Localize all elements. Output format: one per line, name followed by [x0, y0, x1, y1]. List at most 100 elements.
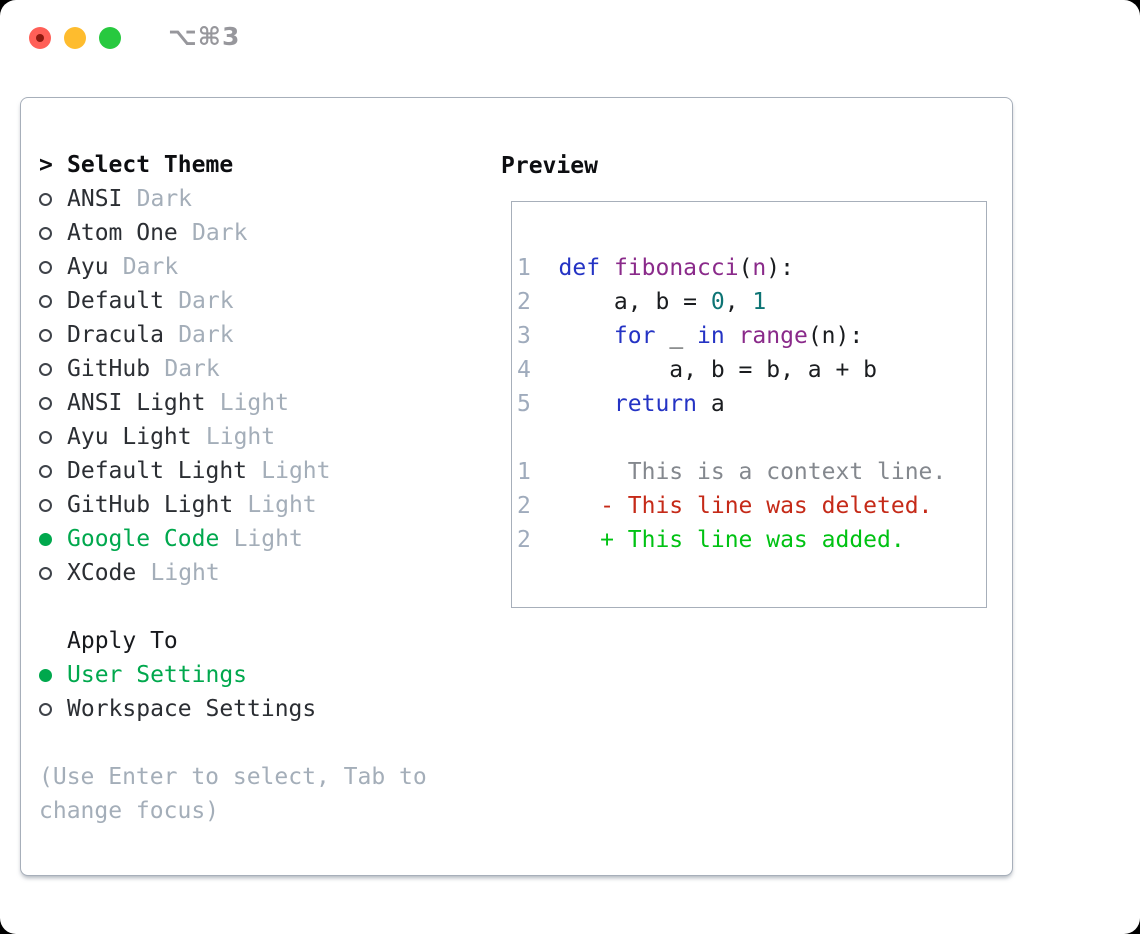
- window-titlebar: [29, 26, 121, 50]
- radio-icon: [39, 464, 52, 478]
- theme-variant-label: Dark: [136, 186, 193, 212]
- code-token: 0: [710, 289, 725, 315]
- code-token: a: [697, 391, 725, 417]
- zoom-button[interactable]: [99, 27, 121, 49]
- apply-option-user-settings[interactable]: User Settings: [39, 658, 485, 692]
- theme-variant-label: Light: [233, 526, 303, 552]
- code-token: a, b =: [558, 289, 711, 315]
- code-line: [517, 421, 946, 455]
- code-token: for: [613, 323, 656, 349]
- theme-option-label: GitHub: [67, 356, 151, 382]
- code-token: 1: [752, 289, 767, 315]
- code-line: 2 a, b = 0, 1: [517, 285, 946, 319]
- theme-variant-label: Light: [247, 492, 317, 518]
- minimize-button[interactable]: [64, 27, 86, 49]
- code-token: This is a context line.: [558, 459, 947, 485]
- theme-option-ayu[interactable]: Ayu Dark: [39, 250, 485, 284]
- code-token: ,: [724, 289, 753, 315]
- theme-option-default-light[interactable]: Default Light Light: [39, 454, 485, 488]
- radio-icon: [39, 294, 52, 308]
- code-token: return: [613, 391, 698, 417]
- diff-line: 2 + This line was added.: [517, 523, 946, 557]
- code-preview: 1 def fibonacci (n): 2 a, b = 0, 1 3 for _ i…: [517, 251, 946, 557]
- radio-icon: [39, 362, 52, 376]
- apply-to-title: Apply To: [67, 628, 178, 654]
- code-token: fibonacci: [613, 255, 739, 281]
- line-number: 1: [517, 459, 531, 485]
- theme-option-label: Ayu Light: [67, 424, 192, 450]
- code-token: [559, 391, 614, 417]
- theme-option-default[interactable]: Default Dark: [39, 284, 485, 318]
- theme-variant-label: Light: [261, 458, 331, 484]
- code-token: - This line was deleted.: [558, 493, 933, 519]
- window-title: ⌥⌘3: [168, 22, 241, 51]
- line-number: 4: [517, 357, 531, 383]
- theme-option-label: Dracula: [67, 322, 164, 348]
- theme-option-atom-one[interactable]: Atom One Dark: [39, 216, 485, 250]
- apply-to-header: Apply To: [39, 624, 485, 658]
- radio-icon: [39, 260, 52, 274]
- code-token: (: [738, 255, 753, 281]
- theme-option-label: Atom One: [67, 220, 178, 246]
- theme-variant-label: Light: [150, 560, 220, 586]
- theme-variant-label: Dark: [122, 254, 179, 280]
- code-line: 5 return a: [517, 387, 946, 421]
- radio-icon: [39, 226, 52, 240]
- theme-variant-label: Light: [219, 390, 289, 416]
- code-line: 4 a, b = b, a + b: [517, 353, 946, 387]
- theme-option-ayu-light[interactable]: Ayu Light Light: [39, 420, 485, 454]
- line-number: 1: [517, 255, 531, 281]
- theme-variant-label: Dark: [178, 288, 234, 314]
- theme-option-label: Default: [67, 288, 164, 314]
- line-number: 2: [517, 493, 531, 519]
- apply-option-label: Workspace Settings: [67, 696, 317, 722]
- line-number: 2: [517, 527, 531, 553]
- theme-option-label: Google Code: [67, 526, 220, 552]
- radio-selected-icon: [39, 668, 52, 682]
- theme-variant-label: Dark: [164, 356, 220, 382]
- theme-option-label: Ayu: [67, 254, 109, 280]
- radio-icon: [39, 702, 52, 716]
- theme-option-ansi-light[interactable]: ANSI Light Light: [39, 386, 485, 420]
- theme-option-github[interactable]: GitHub Dark: [39, 352, 485, 386]
- edited-indicator-dot: [36, 34, 44, 42]
- theme-option-label: Default Light: [67, 458, 248, 484]
- diff-line: 2 - This line was deleted.: [517, 489, 946, 523]
- radio-icon: [39, 498, 52, 512]
- preview-title: Preview: [501, 153, 598, 179]
- help-text: (Use Enter to select, Tab to change focu…: [39, 764, 427, 824]
- code-token: [600, 255, 614, 281]
- close-button[interactable]: [29, 27, 51, 49]
- prompt-icon: >: [39, 152, 53, 178]
- code-token: def: [558, 255, 601, 281]
- code-token: a, b = b, a + b: [558, 357, 878, 383]
- radio-icon: [39, 192, 52, 206]
- code-token: (n):: [807, 323, 864, 349]
- apply-option-workspace-settings[interactable]: Workspace Settings: [39, 692, 485, 726]
- code-token: _: [655, 323, 698, 349]
- radio-icon: [39, 430, 52, 444]
- line-number: 3: [517, 323, 531, 349]
- radio-selected-icon: [39, 532, 52, 546]
- theme-variant-label: Light: [205, 424, 276, 450]
- theme-option-label: ANSI Light: [67, 390, 206, 416]
- code-token: [559, 323, 614, 349]
- code-token: + This line was added.: [558, 527, 905, 553]
- theme-option-google-code[interactable]: Google Code Light: [39, 522, 485, 556]
- preview-panel: 1 def fibonacci (n): 2 a, b = 0, 1 3 for _ i…: [511, 201, 987, 608]
- code-token: in: [697, 323, 725, 349]
- radio-icon: [39, 328, 52, 342]
- code-token: n: [752, 255, 767, 281]
- diff-line: 1 This is a context line.: [517, 455, 946, 489]
- theme-variant-label: Dark: [192, 220, 248, 246]
- select-theme-title: Select Theme: [67, 152, 234, 178]
- line-number: 2: [517, 289, 531, 315]
